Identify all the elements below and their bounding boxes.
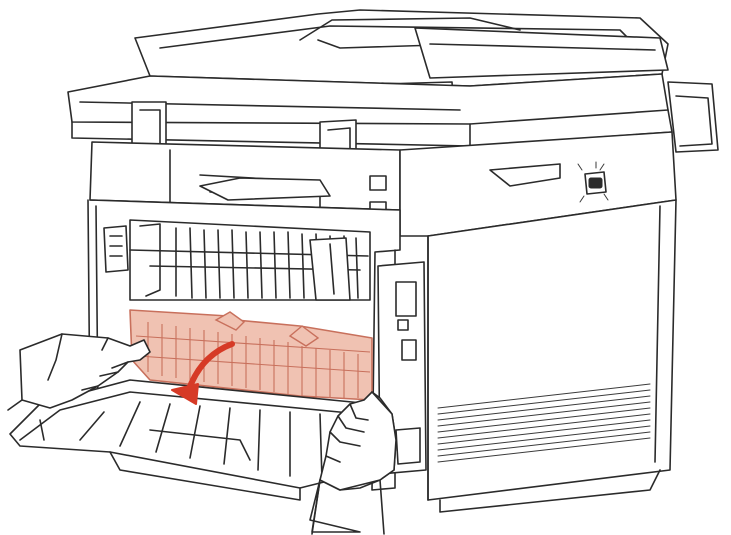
adf-top-cover [134,9,669,87]
power-port-icon [577,161,609,203]
fuser-unit [129,309,373,401]
printer-body [89,131,677,513]
hand-right [309,391,397,535]
direction-arrow-icon [171,341,235,405]
fuser-upper-guides [129,219,371,301]
side-vent-grille [437,383,651,463]
hand-left [7,333,151,411]
